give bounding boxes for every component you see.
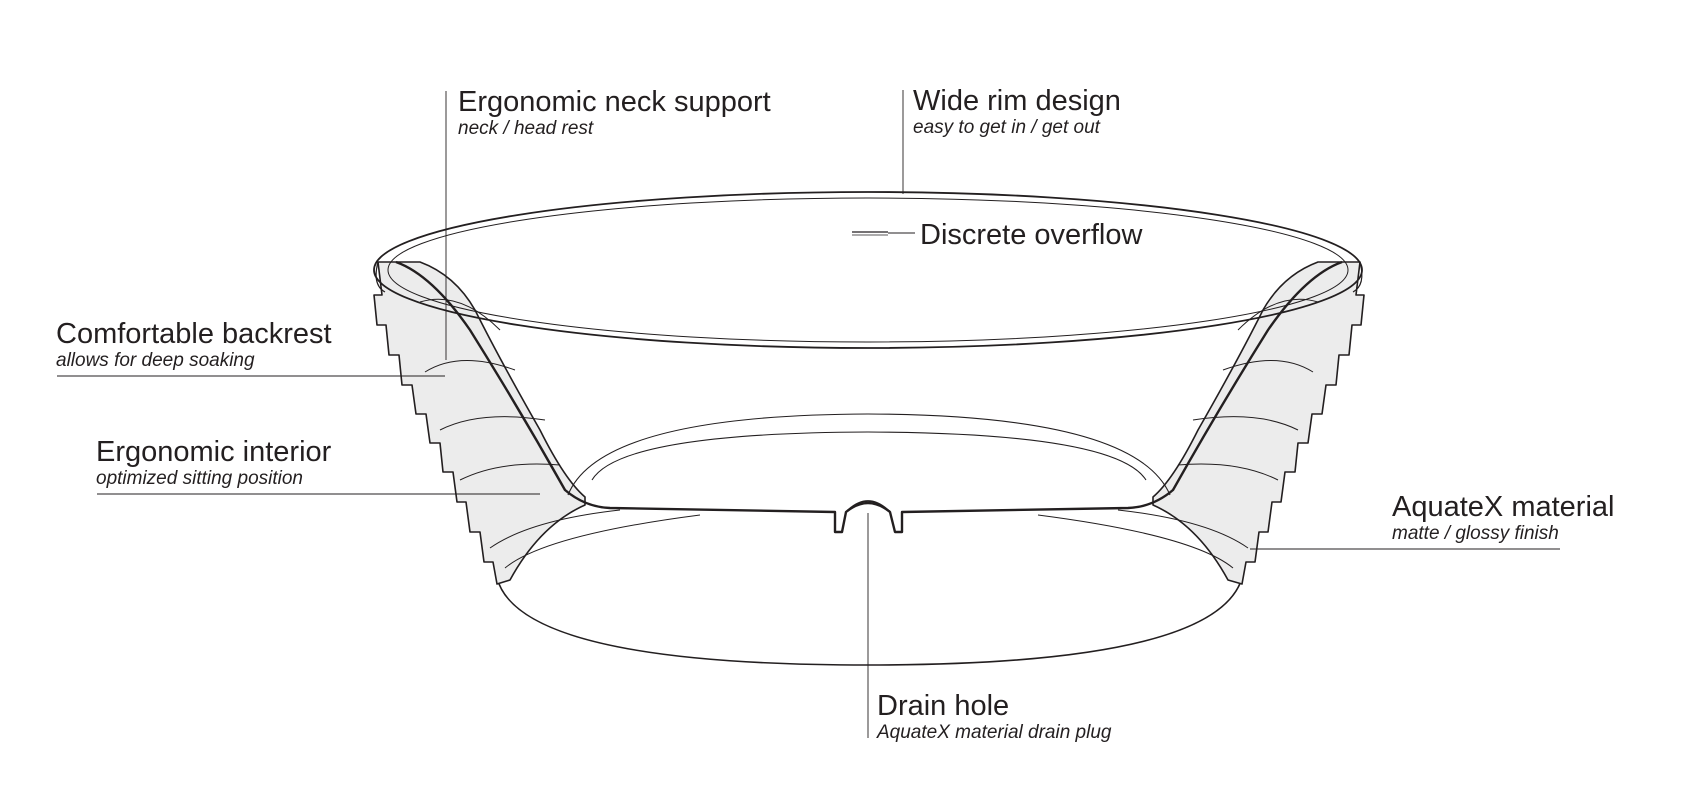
callout-interior: Ergonomic interior optimized sitting pos… bbox=[96, 436, 331, 490]
leader-lines bbox=[57, 90, 1560, 738]
tub-rim-outer bbox=[373, 191, 1363, 349]
tub-floor-contour-inner bbox=[591, 431, 1147, 481]
wall-contour-right-3 bbox=[1192, 416, 1299, 431]
callout-backrest-title: Comfortable backrest bbox=[56, 318, 332, 350]
callout-overflow-title: Discrete overflow bbox=[920, 219, 1143, 251]
tub-rim-inner bbox=[387, 197, 1349, 343]
callout-drain-title: Drain hole bbox=[877, 690, 1010, 722]
wall-contour-right-1 bbox=[1237, 298, 1319, 331]
tub-wall-section-right bbox=[1152, 261, 1365, 585]
wall-contour-left-6 bbox=[504, 514, 701, 569]
callout-material-subtitle: matte / glossy finish bbox=[1392, 523, 1559, 544]
callout-neck-support: Ergonomic neck support neck / head rest bbox=[458, 86, 771, 140]
callout-drain-hole: Drain hole AquateX material drain plug bbox=[877, 690, 1111, 744]
wall-contour-left-3 bbox=[439, 416, 546, 431]
tub-wall-section-left bbox=[373, 261, 586, 585]
wall-contour-right-6 bbox=[1037, 514, 1234, 569]
drain-hole-shape bbox=[845, 500, 891, 513]
tub-rim-edge-left bbox=[375, 261, 386, 293]
wall-contour-right-5 bbox=[1117, 509, 1249, 549]
tub-interior-profile bbox=[395, 260, 1343, 534]
callout-backrest-subtitle: allows for deep soaking bbox=[56, 350, 255, 371]
tub-base-outline bbox=[496, 577, 1243, 666]
wall-contour-left-2 bbox=[424, 360, 516, 373]
wall-contour-left-4 bbox=[459, 463, 561, 481]
wall-contour-left-5 bbox=[489, 509, 621, 549]
callout-neck-title: Ergonomic neck support bbox=[458, 86, 771, 118]
callout-material-title: AquateX material bbox=[1392, 491, 1615, 523]
callout-overflow: Discrete overflow bbox=[920, 219, 1142, 251]
callout-rim-design: Wide rim design easy to get in / get out bbox=[913, 85, 1121, 139]
tub-floor-contour-outer bbox=[567, 413, 1171, 496]
wall-contour-right-2 bbox=[1222, 360, 1314, 373]
wall-contour-left-1 bbox=[419, 298, 501, 331]
callout-material: AquateX material matte / glossy finish bbox=[1392, 491, 1614, 545]
callout-rim-subtitle: easy to get in / get out bbox=[913, 117, 1100, 138]
callout-rim-title: Wide rim design bbox=[913, 85, 1121, 117]
callout-backrest: Comfortable backrest allows for deep soa… bbox=[56, 318, 332, 372]
callout-interior-subtitle: optimized sitting position bbox=[96, 468, 303, 489]
tub-rim-edge-right bbox=[1352, 261, 1363, 293]
wall-contour-right-4 bbox=[1177, 463, 1279, 481]
callout-interior-title: Ergonomic interior bbox=[96, 436, 332, 468]
callout-neck-subtitle: neck / head rest bbox=[458, 118, 594, 139]
callout-drain-subtitle: AquateX material drain plug bbox=[877, 722, 1112, 743]
